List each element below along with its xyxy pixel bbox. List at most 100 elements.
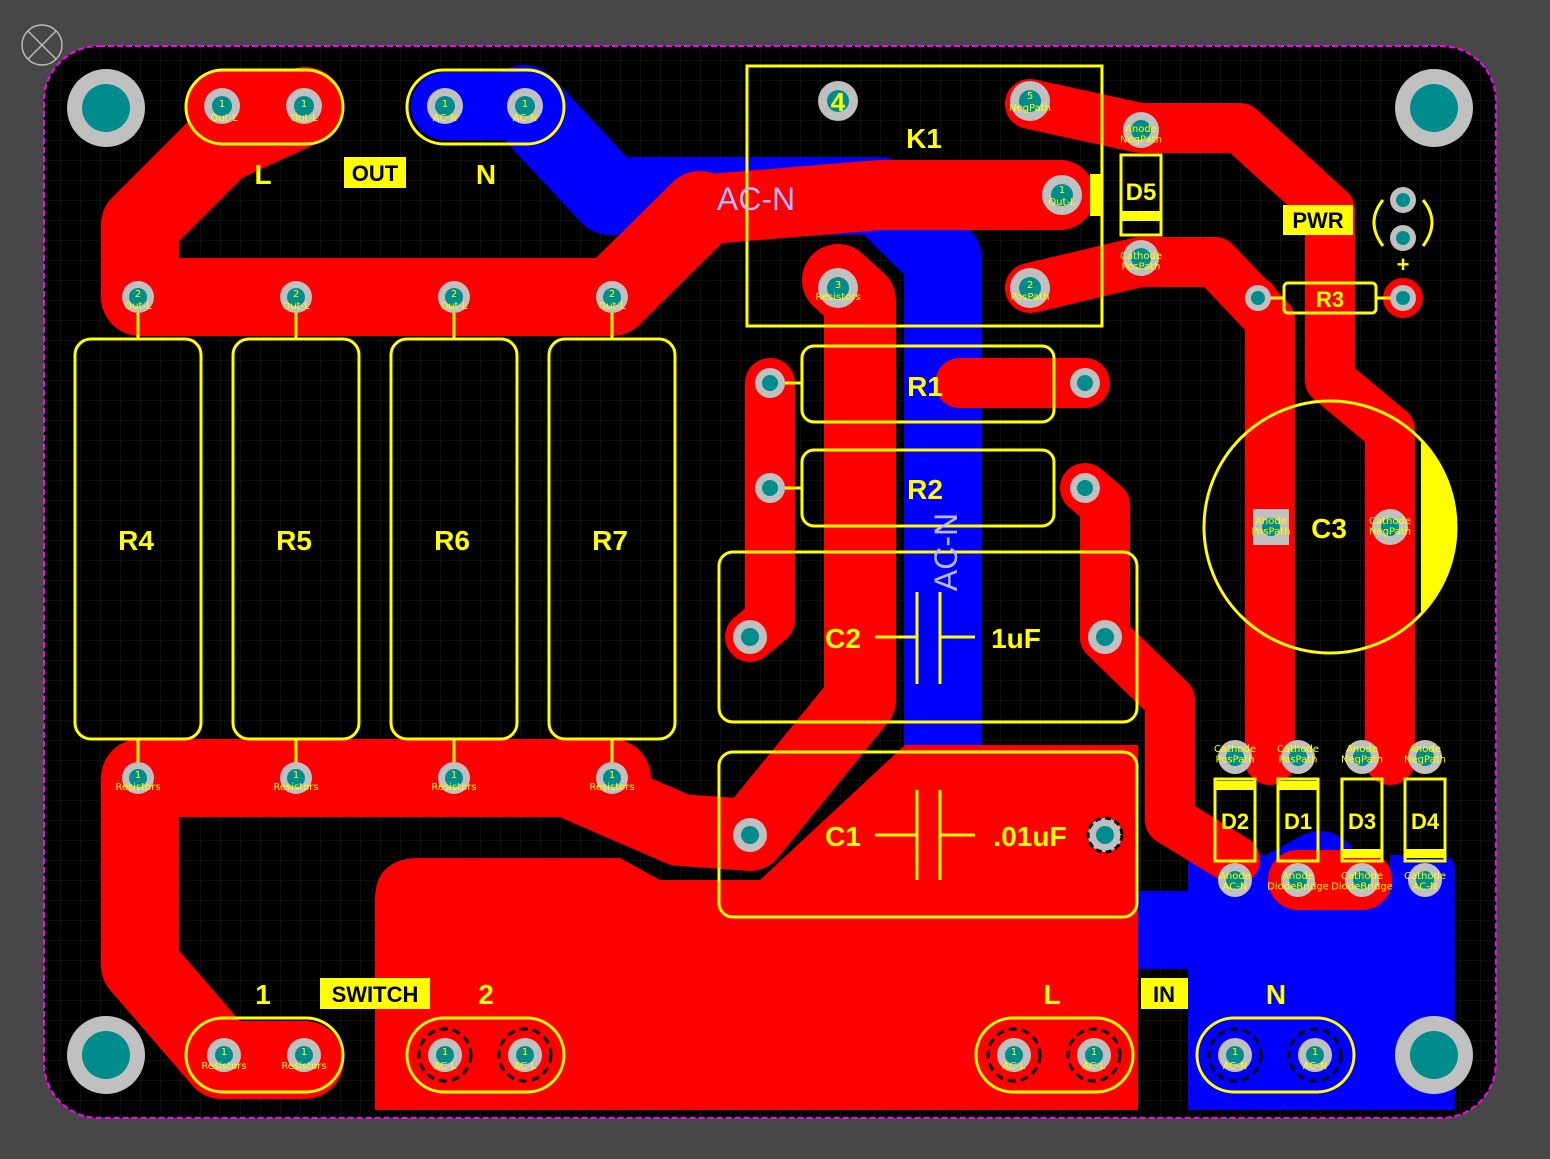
pad-label-k1-5-num: 5 (1027, 91, 1033, 102)
pad-label-switch-3-num: 1 (442, 1047, 448, 1058)
pad-label-in-1-net: AC-L (1003, 1061, 1026, 1072)
pad-c2-left[interactable] (733, 620, 767, 654)
mounting-hole-top-left[interactable] (67, 69, 145, 147)
out-label-text: OUT (352, 161, 399, 186)
pad-r7-top[interactable] (596, 281, 628, 313)
pad-c2-right[interactable] (1088, 620, 1122, 654)
pad-pwr-2[interactable] (1390, 225, 1416, 251)
c3-ref: C3 (1311, 513, 1347, 544)
pad-k1-2[interactable] (1010, 268, 1050, 308)
pad-label-k1-2-num: 2 (1027, 280, 1033, 291)
pad-label-in-4-net: AC-N (1303, 1061, 1328, 1072)
pad-in-1[interactable] (986, 1027, 1042, 1083)
pad-switch-2[interactable] (287, 1038, 321, 1072)
pad-label-switch-3-net: AC-L (434, 1061, 457, 1072)
pad-d1-bottom[interactable] (1281, 863, 1315, 897)
pad-label-out-2-net: Out-L (290, 113, 318, 124)
pad-c3-anode[interactable] (1253, 509, 1289, 545)
pad-label-k1-3-net: Resistors (815, 292, 860, 303)
pad-switch-1[interactable] (207, 1038, 241, 1072)
mounting-hole-bottom-right[interactable] (1395, 1016, 1473, 1094)
pad-c1-right[interactable] (1086, 816, 1124, 854)
pad-k1-1[interactable] (1042, 175, 1082, 215)
pad-label-out-3-num: 1 (442, 99, 448, 110)
r2-ref: R2 (907, 474, 943, 505)
pad-r5-top[interactable] (280, 281, 312, 313)
pad-out-2[interactable] (286, 88, 322, 124)
pad-c1-left[interactable] (733, 818, 767, 852)
silk-d3-outline (1340, 777, 1384, 863)
pad-out-3[interactable] (427, 88, 463, 124)
mounting-hole-top-right[interactable] (1395, 69, 1473, 147)
pad-r7-bottom[interactable] (596, 762, 628, 794)
trace-relay-out-l (577, 160, 1095, 332)
pad-out-1[interactable] (204, 88, 240, 124)
mounting-hole-bottom-left[interactable] (67, 1016, 145, 1094)
pad-in-3[interactable] (1207, 1027, 1263, 1083)
pad-switch-4[interactable] (497, 1027, 553, 1083)
pad-d5-anode[interactable] (1123, 112, 1159, 148)
pad-k1-4[interactable] (818, 81, 858, 121)
switch-1-label: 1 (255, 979, 271, 1010)
pad-r4-bottom[interactable] (122, 762, 154, 794)
pad-label-switch-4-num: 1 (522, 1047, 528, 1058)
pad-r5-bottom[interactable] (280, 762, 312, 794)
pad-label-r7-top-num: 2 (609, 289, 615, 300)
silk-c3-outline (1202, 399, 1458, 655)
pad-d4-bottom[interactable] (1408, 863, 1442, 897)
pad-d2-top[interactable] (1218, 740, 1252, 774)
silk-in-n-outline (1195, 1016, 1356, 1094)
pad-pwr-1[interactable] (1390, 187, 1416, 213)
pad-r6-top[interactable] (438, 281, 470, 313)
silk-switch-2-outline (405, 1016, 566, 1094)
pad-r4-top[interactable] (122, 281, 154, 313)
origin-marker-icon (21, 24, 63, 66)
pad-r2-left[interactable] (755, 473, 785, 503)
silk-d1-outline (1276, 777, 1320, 863)
pad-d2-bottom[interactable] (1218, 863, 1252, 897)
pad-in-2[interactable] (1066, 1027, 1122, 1083)
silk-out-l-outline (184, 68, 345, 146)
pad-d5-cathode[interactable] (1123, 240, 1159, 276)
pad-label-out-4-num: 1 (522, 99, 528, 110)
switch-label-text: SWITCH (332, 982, 419, 1007)
r1-ref: R1 (907, 371, 943, 402)
silk-d2-outline (1213, 777, 1257, 863)
pad-label-switch-1-num: 1 (221, 1047, 227, 1058)
pad-r1-left[interactable] (755, 368, 785, 398)
pad-label-r4-top-net: Out-L (124, 301, 152, 312)
pad-d1-top[interactable] (1281, 740, 1315, 774)
pad-k1-3[interactable] (818, 268, 858, 308)
pad-k1-5[interactable] (1010, 81, 1050, 121)
pad-label-r5-bot-num: 1 (293, 770, 299, 781)
pad-in-4[interactable] (1287, 1027, 1343, 1083)
pad-label-r5-top-num: 2 (293, 289, 299, 300)
pad-label-in-3-net: AC-N (1223, 1061, 1248, 1072)
pads-layer (67, 69, 1473, 1094)
silk-d5-band (1121, 211, 1161, 221)
pad-c3-cathode[interactable] (1372, 509, 1408, 545)
pad-r3-1[interactable] (1245, 285, 1271, 311)
pad-out-4[interactable] (507, 88, 543, 124)
pad-r3-2[interactable] (1390, 285, 1416, 311)
in-n-label: N (1266, 979, 1286, 1010)
out-label-box (344, 157, 406, 188)
pad-switch-3[interactable] (417, 1027, 473, 1083)
pad-label-switch-2-net: Resistors (281, 1061, 326, 1072)
pad-d4-top[interactable] (1408, 740, 1442, 774)
pad-r6-bottom[interactable] (438, 762, 470, 794)
pad-label-r6-bot-num: 1 (451, 770, 457, 781)
pad-d3-bottom[interactable] (1345, 863, 1379, 897)
silk-c1-outline (717, 750, 1139, 919)
pad-r1-right[interactable] (1070, 368, 1100, 398)
pad-d3-top[interactable] (1345, 740, 1379, 774)
pad-r2-right[interactable] (1070, 473, 1100, 503)
labels-layer: AC-N AC-N L OUT N 1 SWITCH 2 L IN N K1 4… (115, 87, 1446, 1072)
r7-ref: R7 (592, 525, 628, 556)
board-outline (43, 45, 1497, 1119)
